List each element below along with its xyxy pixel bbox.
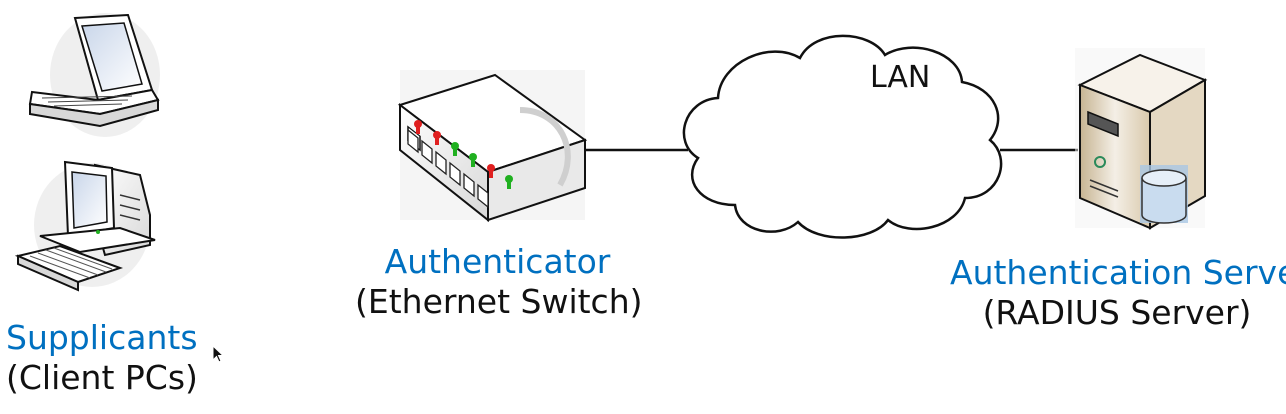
authenticator-role: Authenticator [384,242,611,281]
supplicants-label: Supplicants (Client PCs) [6,318,198,398]
lan-label: LAN [870,58,930,98]
port-led-green [451,142,459,150]
port-led-red [487,164,495,172]
authentication-server-role: Authentication Server [950,253,1286,292]
lan-label-text: LAN [870,60,931,95]
port-led-red [433,131,441,139]
ethernet-switch-icon [397,70,588,223]
desktop-pc-icon [14,160,156,292]
authentication-server-description: (RADIUS Server) [982,293,1252,332]
lan-cloud-icon [682,34,1003,239]
server-icon [1075,48,1208,230]
supplicants-role: Supplicants [6,318,198,357]
database-icon [1140,165,1188,224]
port-led-green [469,153,477,161]
port-led-green [505,175,513,183]
port-led-red [414,120,422,128]
authenticator-description: (Ethernet Switch) [355,282,643,321]
supplicants-description: (Client PCs) [6,358,198,397]
authenticator-label: Authenticator (Ethernet Switch) [355,242,643,322]
mouse-cursor-icon [212,345,224,363]
port-leds [414,120,513,189]
authentication-server-label: Authentication Server (RADIUS Server) [950,253,1286,333]
laptop-icon [28,13,160,137]
